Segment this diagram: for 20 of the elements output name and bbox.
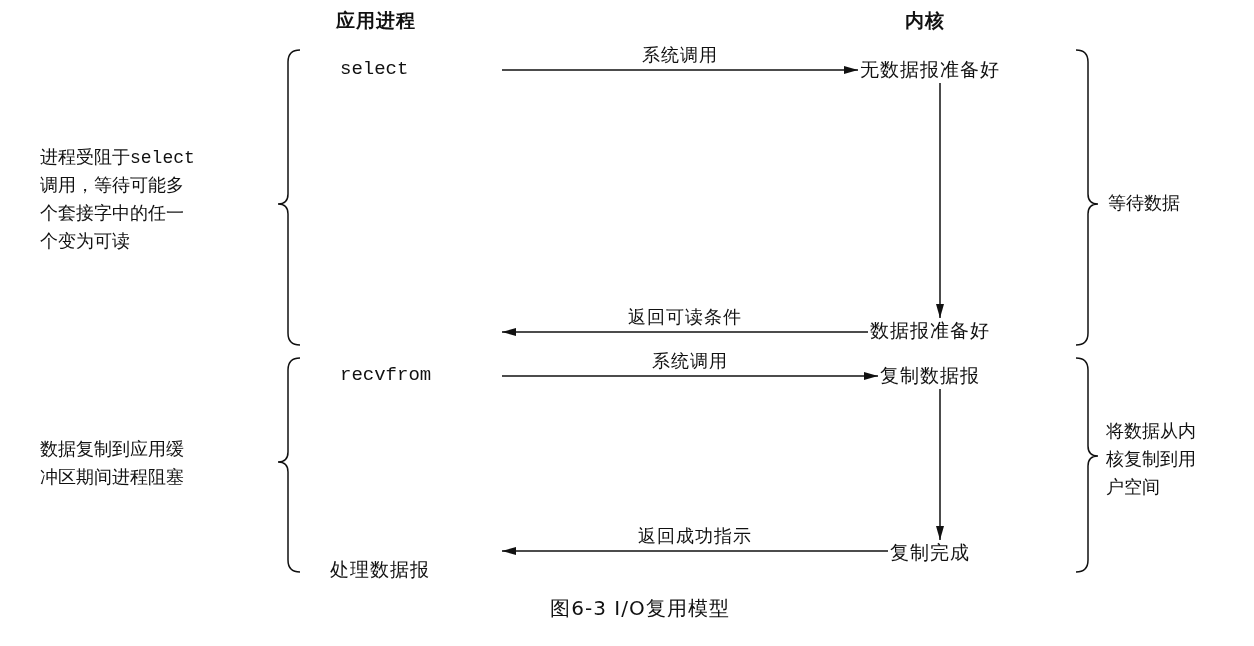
column-heading: 内核 (905, 8, 946, 33)
step-text: 复制完成 (890, 540, 970, 565)
arrow (936, 388, 944, 541)
annotation-text: 将数据从内核复制到用户空间 (1106, 421, 1197, 500)
step-text: 数据报准备好 (870, 318, 990, 343)
arrow (501, 66, 859, 74)
column-heading: 应用进程 (336, 8, 417, 33)
arrow (501, 547, 889, 555)
step-text: 处理数据报 (330, 557, 430, 582)
step-text: 复制数据报 (880, 363, 980, 388)
figure-caption: 图6-3 I/O复用模型 (549, 595, 731, 622)
annotation-text: 数据复制到应用缓冲区期间进程阻塞 (40, 439, 185, 490)
function-name: select (340, 58, 409, 80)
annotation-text: 等待数据 (1108, 193, 1181, 216)
arrow (501, 328, 869, 336)
arrow (501, 372, 879, 380)
annotation-text: 进程受阻于select调用，等待可能多个套接字中的任一个变为可读 (40, 147, 196, 254)
step-text: 无数据报准备好 (860, 57, 1000, 82)
arrow (936, 82, 944, 319)
function-name: recvfrom (340, 364, 432, 386)
